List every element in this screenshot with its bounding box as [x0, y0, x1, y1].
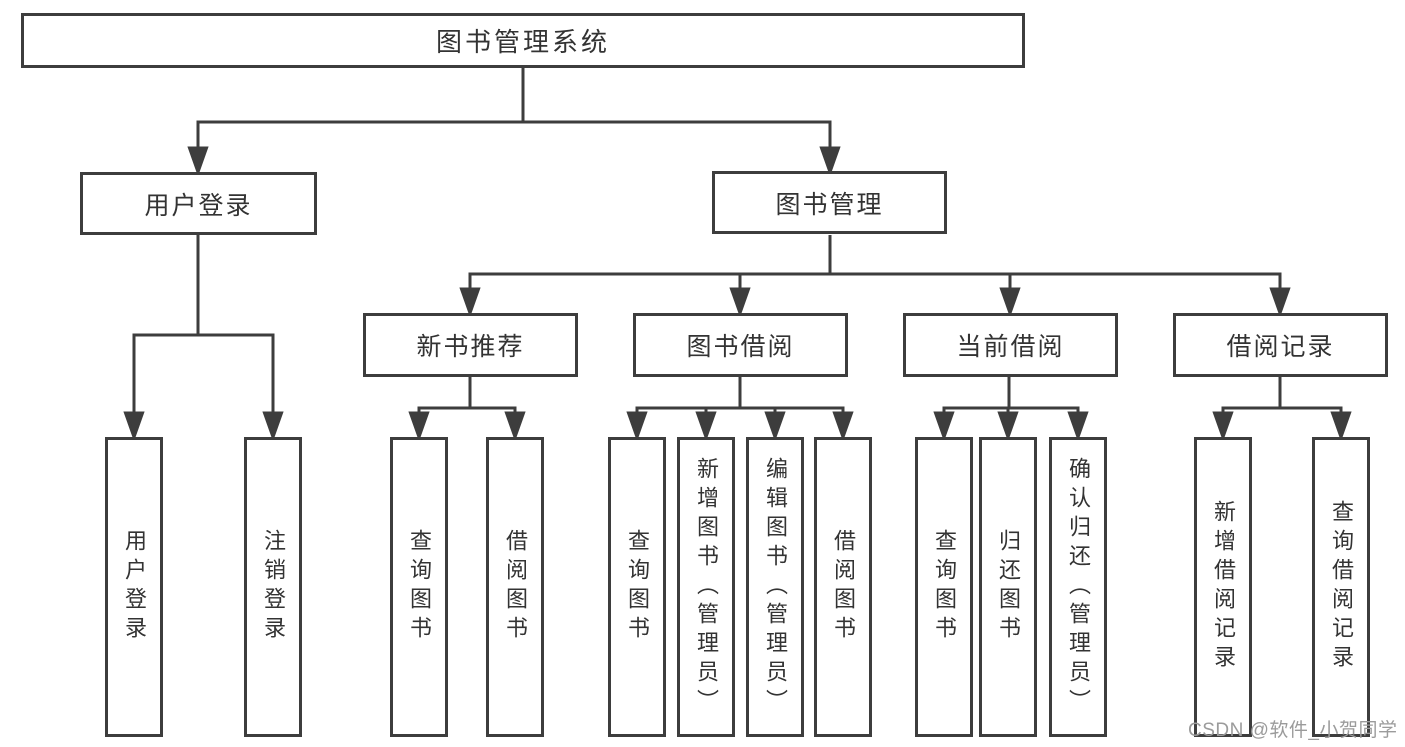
node-book-management: 图书管理 [712, 171, 947, 234]
leaf-current-search-books: 查询图书 [915, 437, 973, 737]
node-book-borrowing: 图书借阅 [633, 313, 848, 377]
watermark: CSDN @软件_小贺同学 [1188, 720, 1398, 741]
leaf-borrow-edit-books-admin: 编辑图书（管理员） [746, 437, 804, 737]
leaf-borrow-add-books-admin: 新增图书（管理员） [677, 437, 735, 737]
leaf-rec-borrow-books: 借阅图书 [486, 437, 544, 737]
node-new-book-recommendation: 新书推荐 [363, 313, 578, 377]
leaf-rec-search-books: 查询图书 [390, 437, 448, 737]
leaf-current-confirm-return-admin: 确认归还（管理员） [1049, 437, 1107, 737]
node-user-login: 用户登录 [80, 172, 317, 235]
leaf-borrow-borrow-books: 借阅图书 [814, 437, 872, 737]
leaf-user-login: 用户登录 [105, 437, 163, 737]
node-library-management-system: 图书管理系统 [21, 13, 1025, 68]
leaf-records-add-record: 新增借阅记录 [1194, 437, 1252, 737]
node-current-borrowing: 当前借阅 [903, 313, 1118, 377]
leaf-borrow-search-books: 查询图书 [608, 437, 666, 737]
leaf-logout: 注销登录 [244, 437, 302, 737]
node-borrowing-records: 借阅记录 [1173, 313, 1388, 377]
leaf-records-search-record: 查询借阅记录 [1312, 437, 1370, 737]
leaf-current-return-books: 归还图书 [979, 437, 1037, 737]
